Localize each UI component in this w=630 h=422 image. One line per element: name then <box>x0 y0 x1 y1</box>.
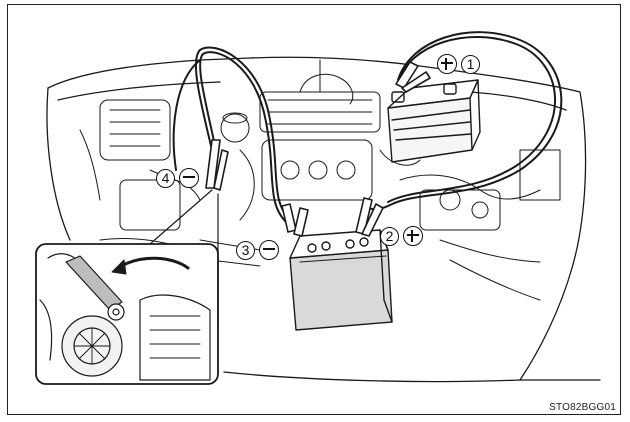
jumper-cables <box>172 31 563 223</box>
booster-battery <box>289 229 393 331</box>
figure-frame <box>7 4 621 415</box>
car-body <box>46 56 601 383</box>
step-number: 2 <box>380 226 399 246</box>
step-number: 1 <box>461 54 480 74</box>
plus-sign-icon <box>437 54 457 74</box>
car-battery <box>387 79 481 163</box>
minus-sign-icon <box>259 240 279 260</box>
inset-detail <box>35 243 219 385</box>
plus-sign-icon <box>403 226 423 246</box>
step-4-label: 4 <box>156 168 199 188</box>
step-1-label: 1 <box>437 54 480 74</box>
cable-clamps <box>205 61 431 237</box>
step-2-label: 2 <box>380 226 423 246</box>
minus-sign-icon <box>179 168 199 188</box>
step-number: 4 <box>156 168 175 188</box>
figure-code: STO82BGG01 <box>549 402 616 413</box>
step-3-label: 3 <box>236 240 279 260</box>
step-number: 3 <box>236 240 255 260</box>
